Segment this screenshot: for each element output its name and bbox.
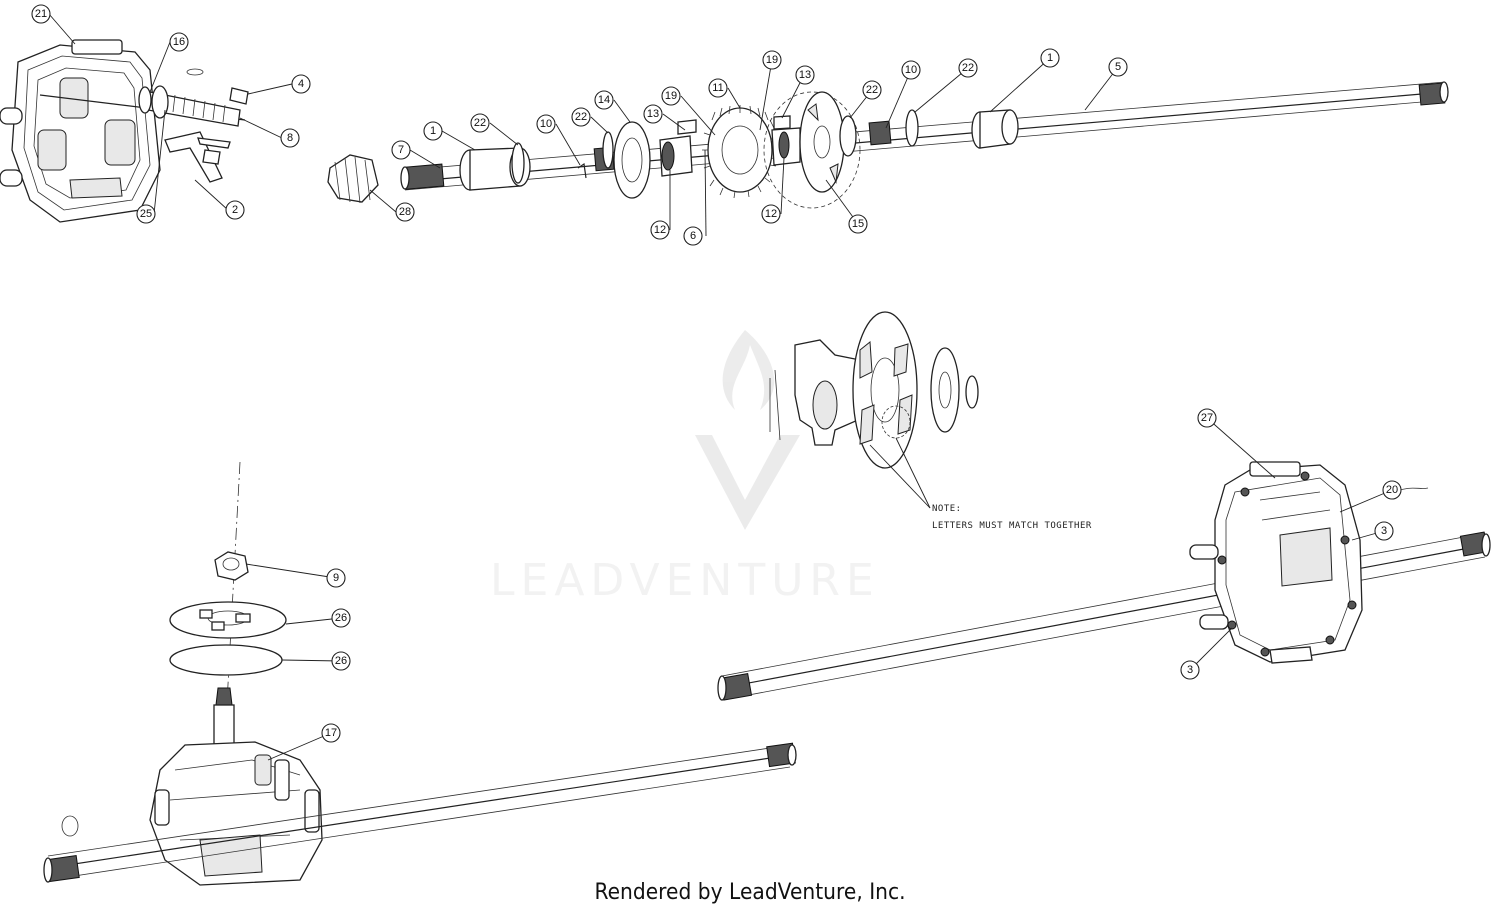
svg-text:4: 4 [298,78,304,90]
svg-text:14: 14 [598,94,610,106]
note-label: NOTE: [932,504,962,514]
svg-text:16: 16 [173,36,185,48]
callout-13-right: 13 [795,65,815,85]
callout-13-left: 13 [643,104,663,124]
svg-text:22: 22 [866,84,878,96]
svg-text:27: 27 [1201,412,1213,424]
svg-text:2: 2 [232,204,238,216]
svg-text:19: 19 [766,54,778,66]
svg-text:5: 5 [1115,61,1121,73]
callout-10-right: 10 [901,60,921,80]
callout-3-lower: 3 [1180,660,1200,680]
callout-12-right: 12 [761,204,781,224]
callout-7: 7 [391,140,411,160]
svg-text:7: 7 [398,144,404,156]
callout-22-c: 22 [862,80,882,100]
svg-text:19: 19 [665,90,677,102]
svg-text:1: 1 [430,125,436,137]
callout-11: 11 [708,78,728,98]
axle-exploded [327,81,1449,209]
callout-26-b: 26 [331,651,351,671]
callout-4: 4 [291,74,311,94]
svg-text:1: 1 [1047,52,1053,64]
callout-22-a: 22 [470,113,490,133]
svg-text:3: 3 [1187,664,1193,676]
callout-20: 20 [1382,480,1402,500]
callout-3-upper: 3 [1374,521,1394,541]
callout-22-b: 22 [571,107,591,127]
svg-text:15: 15 [852,218,864,230]
svg-text:3: 3 [1381,525,1387,537]
callout-27: 27 [1197,408,1217,428]
svg-text:26: 26 [335,612,347,624]
svg-text:26: 26 [335,655,347,667]
svg-text:6: 6 [690,230,696,242]
svg-text:9: 9 [333,572,339,584]
svg-text:21: 21 [35,8,47,20]
svg-text:22: 22 [474,117,486,129]
callout-25: 25 [136,204,156,224]
svg-text:13: 13 [647,108,659,120]
callout-1-right: 1 [1040,48,1060,68]
callout-9: 9 [326,568,346,588]
svg-text:28: 28 [399,206,411,218]
callout-14: 14 [594,90,614,110]
svg-text:11: 11 [712,82,723,94]
callout-1-left: 1 [423,121,443,141]
callout-16: 16 [169,32,189,52]
callouts: 21 16 4 8 2 25 7 28 1 22 10 22 14 13 12 … [31,4,1402,743]
callout-12-left: 12 [650,220,670,240]
callout-19-right: 19 [762,50,782,70]
callout-leaders [48,13,1393,761]
svg-text:12: 12 [654,224,666,236]
callout-17: 17 [321,723,341,743]
callout-2: 2 [225,200,245,220]
svg-text:12: 12 [765,208,777,220]
credit-text: Rendered by LeadVenture, Inc. [594,880,906,905]
callout-15: 15 [848,214,868,234]
callout-6: 6 [683,226,703,246]
svg-text:13: 13 [799,69,811,81]
callout-10-left: 10 [536,114,556,134]
svg-text:22: 22 [962,62,974,74]
callout-22-d: 22 [958,58,978,78]
assembled-transmission-pulley [43,461,797,886]
callout-5: 5 [1108,57,1128,77]
callout-26-a: 26 [331,608,351,628]
svg-text:22: 22 [575,111,587,123]
callout-19-left: 19 [661,86,681,106]
note-text: LETTERS MUST MATCH TOGETHER [932,521,1092,531]
leadventure-watermark: LEADVENTURE [490,330,880,606]
svg-text:25: 25 [140,208,152,220]
callout-28: 28 [395,202,415,222]
svg-text:17: 17 [325,727,337,739]
cam-detail: NOTE: LETTERS MUST MATCH TOGETHER [769,311,1092,531]
housing-half-exploded [0,39,249,223]
callout-8: 8 [280,128,300,148]
assembled-transmission-housing [717,461,1491,701]
svg-text:20: 20 [1386,484,1398,496]
svg-text:10: 10 [540,118,552,130]
callout-21: 21 [31,4,51,24]
svg-text:10: 10 [905,64,917,76]
svg-text:8: 8 [287,132,293,144]
watermark-text: LEADVENTURE [490,555,880,606]
